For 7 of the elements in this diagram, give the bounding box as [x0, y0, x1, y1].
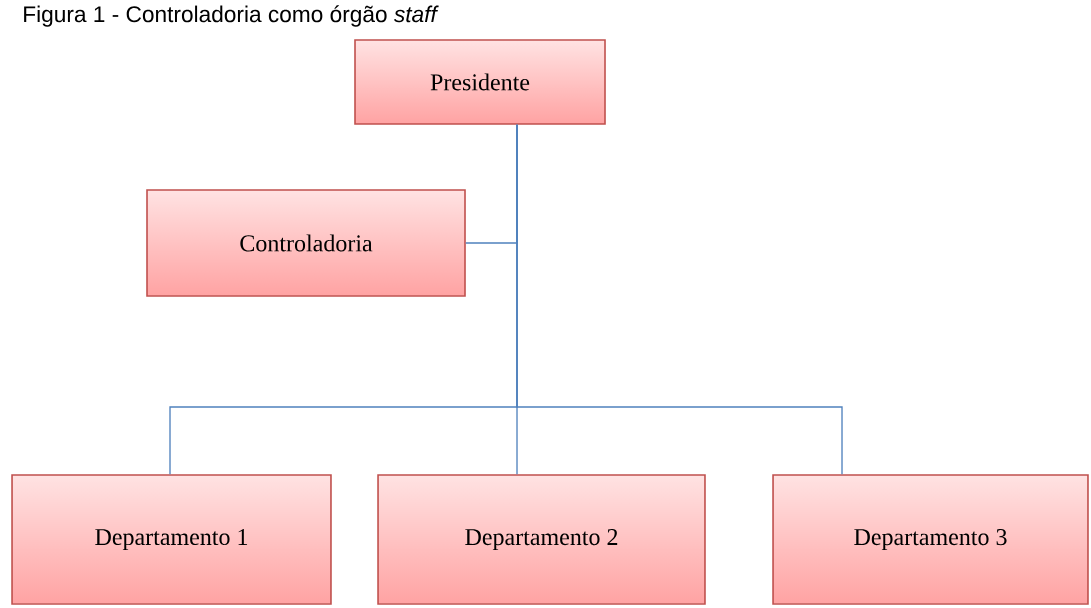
org-box: Departamento 3: [772, 474, 1089, 605]
org-box: Departamento 2: [377, 474, 706, 605]
figure-title: Figura 1 - Controladoria como órgão staff: [24, 5, 439, 27]
connector-line: [516, 124, 843, 475]
org-box: Departamento 1: [11, 474, 332, 605]
org-box: Presidente: [354, 39, 606, 125]
org-box: Controladoria: [146, 189, 466, 297]
